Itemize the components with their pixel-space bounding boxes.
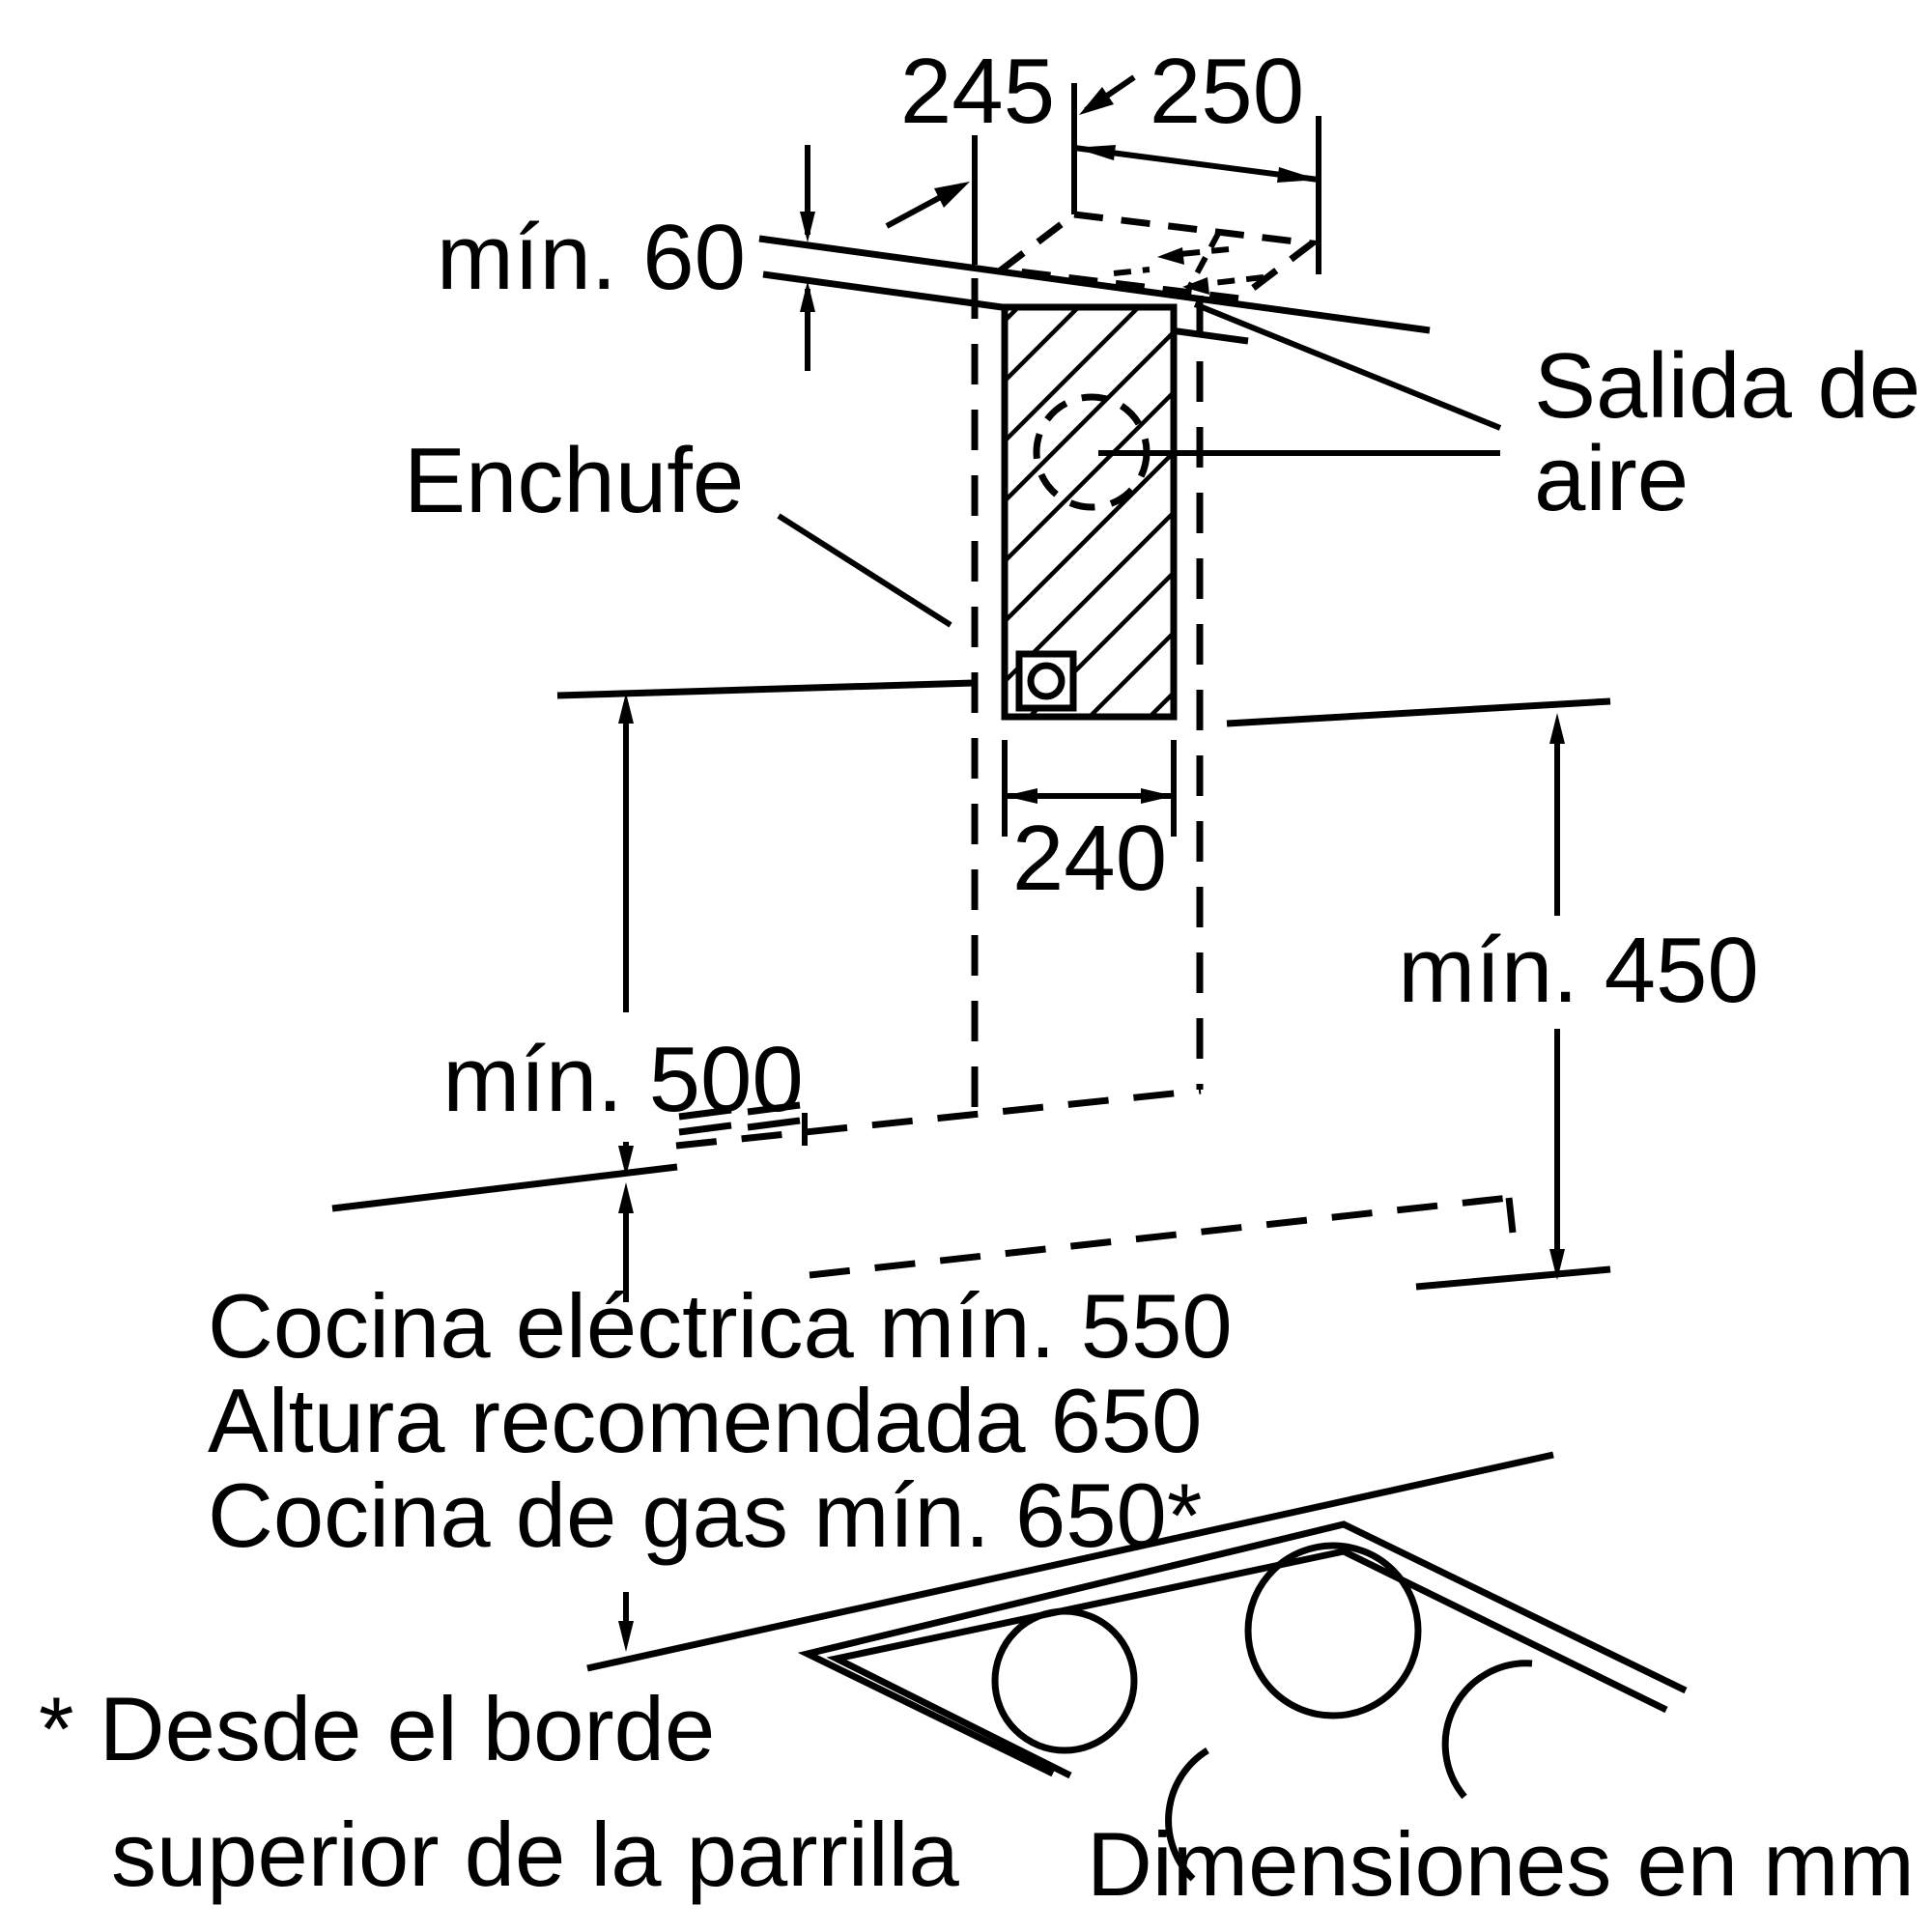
dimension-min-450: mín. 450 <box>1226 697 1759 1291</box>
dim-250-line <box>1073 145 1320 183</box>
chimney-edges <box>971 278 1204 1111</box>
dim-250-label: 250 <box>1150 40 1304 143</box>
cooktop-outer-outline <box>797 1520 1688 1777</box>
arrow-up-icon <box>1549 713 1565 744</box>
hood-bottom-edges <box>675 1087 1517 1279</box>
arrow-down-icon <box>618 1621 634 1652</box>
min500-label: mín. 500 <box>442 1028 804 1131</box>
min450-top-reference-line <box>1226 697 1611 727</box>
cooktop-inner-outline <box>826 1548 1668 1779</box>
air-outlet-label-line2: aire <box>1534 427 1689 530</box>
arrow-up-icon <box>800 281 815 312</box>
duct-hidden-dash <box>1113 267 1151 276</box>
dim-245-label: 245 <box>900 40 1055 143</box>
dimension-250: 250 <box>1071 40 1321 274</box>
arrow-down-icon <box>800 212 815 242</box>
burner-far-right-arc <box>1441 1660 1533 1800</box>
arrow-left-icon <box>1005 788 1037 804</box>
dim-240-label: 240 <box>1012 807 1167 910</box>
hood-bottom-front-dashed <box>809 1194 1510 1279</box>
cooktop-back-edge-line <box>586 1451 1554 1672</box>
break-mark <box>678 1106 732 1121</box>
airflow-arrow-1-icon <box>1157 247 1184 265</box>
footnote-line2: superior de la parrilla <box>111 1804 959 1905</box>
ceiling-duct-outline <box>993 211 1321 302</box>
plug-leader <box>777 513 952 628</box>
burner-left <box>991 1607 1138 1754</box>
arrow-down-icon <box>1549 1249 1565 1280</box>
duct-footprint-dashed <box>993 211 1321 302</box>
break-mark <box>747 1101 801 1116</box>
min450-label: mín. 450 <box>1398 919 1759 1022</box>
footnote-line1: * Desde el borde <box>39 1678 715 1779</box>
arrow-right-icon <box>1277 167 1319 183</box>
clearance-notes: Cocina eléctrica mín. 550 Altura recomen… <box>208 1275 1233 1566</box>
airflow-arrow-2-icon <box>1182 277 1209 295</box>
plug-label: Enchufe <box>404 429 744 532</box>
hood-bottom-right-hook <box>1505 1197 1517 1234</box>
arrow-down-icon <box>618 1146 634 1177</box>
plug-callout: Enchufe <box>404 429 952 628</box>
dimension-240: 240 <box>1002 740 1177 910</box>
wall-mounting-area <box>1001 303 1178 721</box>
break-mark <box>678 1122 732 1136</box>
airflow-arrow-1-shaft <box>1170 246 1230 258</box>
arrow-up-icon <box>618 693 634 724</box>
hood-bottom-back-dashed <box>675 1087 1202 1150</box>
dimension-min-60: mín. 60 <box>437 145 815 371</box>
arrow-downleft-icon <box>1079 87 1114 115</box>
min500-bottom-reference-line <box>331 1163 678 1212</box>
units-note: Dimensiones en mm <box>1087 1813 1915 1915</box>
dimension-245: 245 <box>885 40 1055 265</box>
arrow-left-icon <box>1074 145 1116 160</box>
clearance-line3: Cocina de gas mín. 650* <box>208 1464 1202 1566</box>
clearance-line2: Altura recomendada 650 <box>208 1370 1202 1471</box>
break-mark <box>747 1117 801 1131</box>
airflow-arrow-2-shaft <box>1195 274 1264 288</box>
footnote: * Desde el borde superior de la parrilla <box>39 1678 959 1905</box>
mounting-plate-hatched <box>1001 303 1178 721</box>
ceiling-upper-line <box>758 235 1431 334</box>
burner-bottom-arc <box>1165 1747 1209 1882</box>
cooktop-drawing <box>586 1451 1688 1882</box>
air-outlet-leader-duct <box>1193 301 1502 431</box>
air-outlet-label-line1: Salida de <box>1534 334 1920 438</box>
socket-icon <box>1027 662 1065 700</box>
burner-right <box>1244 1542 1422 1719</box>
min500-top-reference-line <box>556 679 975 699</box>
air-outlet-callout: Salida de aire <box>1098 301 1920 530</box>
min450-bottom-reference-line <box>1415 1265 1611 1291</box>
duct-hidden-edge <box>1185 230 1222 292</box>
arrow-right-icon <box>1141 788 1174 804</box>
min60-label: mín. 60 <box>437 206 746 309</box>
dimension-min-500: mín. 500 <box>331 679 975 1212</box>
clearance-line1: Cocina eléctrica mín. 550 <box>208 1275 1233 1377</box>
dimension-hood-to-cooktop <box>618 1182 634 1652</box>
arrow-up-icon <box>618 1182 634 1213</box>
arrow-upright-icon <box>934 182 970 208</box>
